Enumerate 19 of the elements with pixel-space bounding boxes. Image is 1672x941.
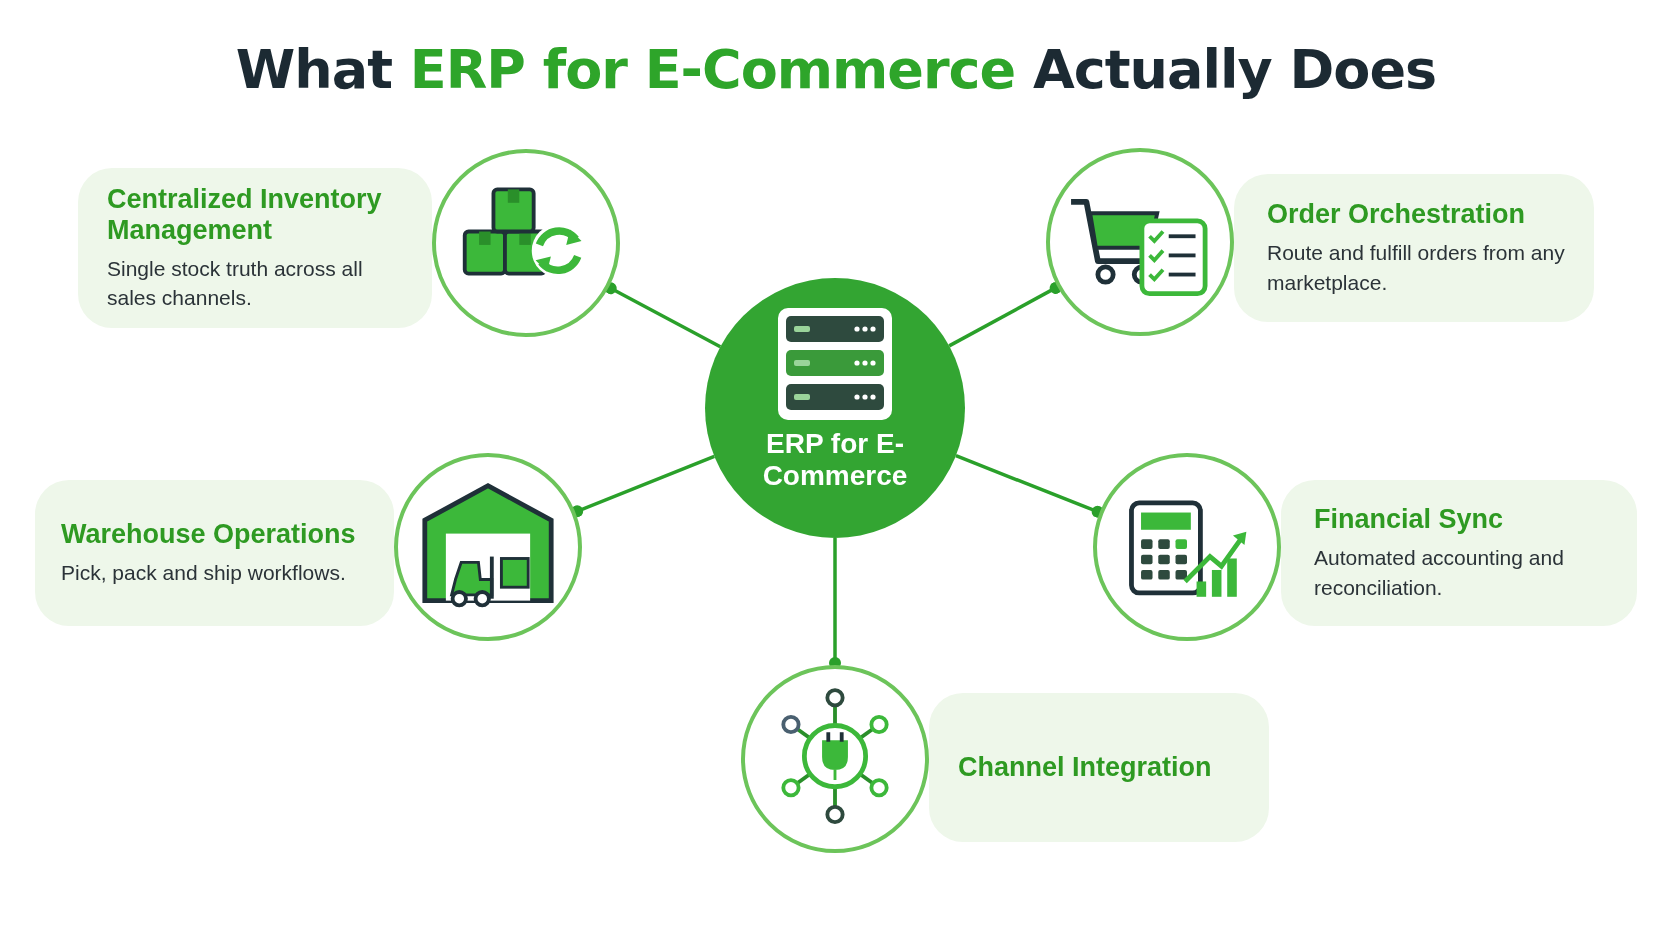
feature-card [929, 693, 1269, 842]
feature-description: Pick, pack and ship workflows. [61, 559, 347, 586]
feature-card [1281, 480, 1637, 626]
feature-description: Route and fulfill orders from any marketplace. [1267, 240, 1566, 296]
feature-description: Single stock truth across all sales channels. [107, 255, 364, 312]
feature-description: Automated accounting and reconciliation. [1314, 545, 1565, 601]
feature-heading: Warehouse Operations [61, 518, 357, 550]
feature-heading: Financial Sync [1314, 504, 1505, 536]
title: What ERP for E-Commerce Actually Does [234, 38, 1438, 101]
hub-label: ERP for E-Commerce [761, 428, 909, 493]
feature-heading: Channel Integration [958, 751, 1213, 783]
feature-card [35, 480, 394, 626]
connector-line [948, 281, 1062, 348]
feature-heading: Order Orchestration [1267, 199, 1527, 231]
feature-card [78, 168, 432, 328]
connector-line [571, 454, 715, 518]
connector-line [955, 454, 1104, 518]
feature-card [1234, 174, 1594, 322]
feature-heading: Centralized Inventory Management [107, 183, 383, 246]
